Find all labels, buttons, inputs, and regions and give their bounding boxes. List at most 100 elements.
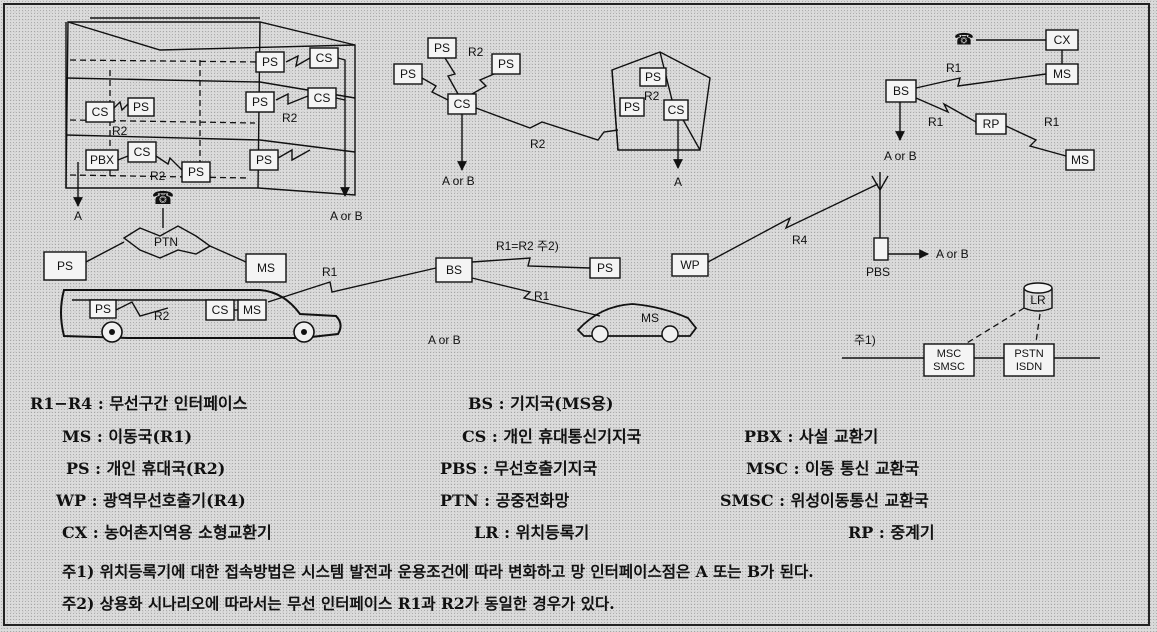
- paging-r4: R4: [792, 233, 808, 247]
- house-ps-1: PS: [645, 70, 661, 84]
- building-out-ab: A or B: [330, 209, 363, 223]
- building-r2-b: R2: [112, 124, 128, 138]
- rural-cx: CX: [1054, 33, 1071, 47]
- network-msc: MSC: [937, 348, 962, 360]
- car-cs: CS: [212, 303, 229, 317]
- legend-separator: :: [873, 523, 890, 542]
- car-r2: R2: [154, 309, 170, 323]
- legend-item-cx: CX : 농어촌지역용 소형교환기: [62, 519, 272, 543]
- legend-description: 기지국(MS용): [510, 394, 613, 413]
- house-ps-2: PS: [624, 100, 640, 114]
- legend-term: MSC: [746, 459, 788, 478]
- legend-description: 위성이동통신 교환국: [791, 491, 929, 510]
- legend-term: PTN: [440, 491, 479, 510]
- bs-r1-r2-note: R1=R2 주2): [496, 239, 559, 253]
- legend-separator: :: [91, 427, 108, 446]
- ptn-label: PTN: [154, 235, 178, 249]
- legend-description: 중계기: [890, 523, 934, 542]
- building-r2-c: R2: [150, 169, 166, 183]
- legend-description: 농어촌지역용 소형교환기: [104, 523, 272, 542]
- legend-description: 개인 휴대국(R2): [107, 459, 226, 478]
- ptn-group: ☎ PTN PS MS: [44, 188, 286, 282]
- rural-r1-b: R1: [928, 115, 944, 129]
- legend-separator: :: [86, 491, 103, 510]
- rural-network: ☎ CX MS R1 BS R1 RP R1 MS A or B: [884, 30, 1094, 170]
- paging-system: WP R4 PBS A or B: [672, 172, 969, 279]
- legend-term: RP: [848, 523, 873, 542]
- rural-rp: RP: [983, 117, 1000, 131]
- network-isdn: ISDN: [1016, 361, 1042, 373]
- car: PS R2 CS MS: [61, 290, 341, 342]
- legend-description: 무선구간 인터페이스: [109, 394, 247, 413]
- legend-description: 사설 교환기: [799, 427, 878, 446]
- legend-term: PBX: [744, 427, 782, 446]
- legend-separator: :: [477, 459, 494, 478]
- legend-description: 무선호출기지국: [494, 459, 597, 478]
- rural-ms-1: MS: [1053, 67, 1071, 81]
- legend-item-r1-r4: R1−R4 : 무선구간 인터페이스: [30, 390, 247, 414]
- legend-separator: :: [92, 394, 109, 413]
- network-lr: LR: [1030, 293, 1046, 307]
- rural-r1-a: R1: [946, 61, 962, 75]
- building-pbx: PBX: [90, 153, 114, 167]
- legend-separator: :: [87, 523, 104, 542]
- legend-item-pbx: PBX : 사설 교환기: [744, 423, 878, 447]
- legend-description: 광역무선호출기(R4): [103, 491, 246, 510]
- building-out-a: A: [74, 209, 82, 223]
- house-cs: CS: [668, 103, 685, 117]
- legend-separator: :: [90, 459, 107, 478]
- bs-r1-left: R1: [322, 265, 338, 279]
- house: PS R2 PS CS A: [612, 52, 710, 189]
- paging-out: A or B: [936, 247, 969, 261]
- cluster-cs: CS: [454, 97, 471, 111]
- legend-separator: :: [486, 427, 503, 446]
- core-network: LR 주1) MSC SMSC PSTN ISDN: [842, 283, 1100, 376]
- ptn-ms: MS: [257, 261, 275, 275]
- building-cs-3: CS: [92, 105, 109, 119]
- cluster-ps-c: PS: [400, 67, 416, 81]
- house-r2: R2: [644, 89, 660, 103]
- network-note1: 주1): [854, 333, 876, 347]
- cluster-ps-a: PS: [434, 41, 450, 55]
- cluster-out: A or B: [442, 174, 475, 188]
- legend-term: BS: [468, 394, 493, 413]
- building-ps-3: PS: [133, 100, 149, 114]
- system-diagram: PS CS PS R2 CS CS PS R2 PBX CS R2: [0, 0, 1157, 400]
- paging-pbs: PBS: [866, 265, 890, 279]
- legend-term: LR: [474, 523, 499, 542]
- paging-wp: WP: [680, 258, 699, 272]
- legend-term: MS: [62, 427, 91, 446]
- building-ps-2: PS: [252, 95, 268, 109]
- rural-out: A or B: [884, 149, 917, 163]
- building-ps-1: PS: [262, 55, 278, 69]
- cluster-r2-link: R2: [530, 137, 546, 151]
- legend-term: R1−R4: [30, 394, 92, 413]
- legend-item-cs: CS : 개인 휴대통신기지국: [462, 423, 641, 447]
- legend-item-rp: RP : 중계기: [848, 519, 935, 543]
- rural-phone-icon: ☎: [954, 32, 974, 49]
- legend-separator: :: [499, 523, 516, 542]
- legend-description: 이동 통신 교환국: [805, 459, 919, 478]
- building-cs-4: CS: [134, 145, 151, 159]
- legend-item-ptn: PTN : 공중전화망: [440, 487, 569, 511]
- legend-separator: :: [788, 459, 805, 478]
- legend-item-wp: WP : 광역무선호출기(R4): [56, 487, 246, 511]
- footnote-1: 주1) 위치등록기에 대한 접속방법은 시스템 발전과 운용조건에 따라 변화하…: [62, 560, 814, 582]
- ps-cs-cluster: PS R2 PS PS CS R2 A or B: [394, 38, 618, 188]
- legend-term: CS: [462, 427, 486, 446]
- car-ps: PS: [95, 302, 111, 316]
- cluster-ps-b: PS: [498, 57, 514, 71]
- legend-description: 개인 휴대통신기지국: [503, 427, 641, 446]
- car-ms: MS: [243, 303, 261, 317]
- building-ps-5: PS: [256, 153, 272, 167]
- bs-center-out: A or B: [428, 333, 461, 347]
- legend-separator: :: [493, 394, 510, 413]
- legend-term: PS: [66, 459, 90, 478]
- legend-item-ms: MS : 이동국(R1): [62, 423, 192, 447]
- ptn-ps: PS: [57, 259, 73, 273]
- legend-term: CX: [62, 523, 87, 542]
- building-r2-a: R2: [282, 111, 298, 125]
- building-ps-4: PS: [188, 165, 204, 179]
- legend-separator: :: [782, 427, 799, 446]
